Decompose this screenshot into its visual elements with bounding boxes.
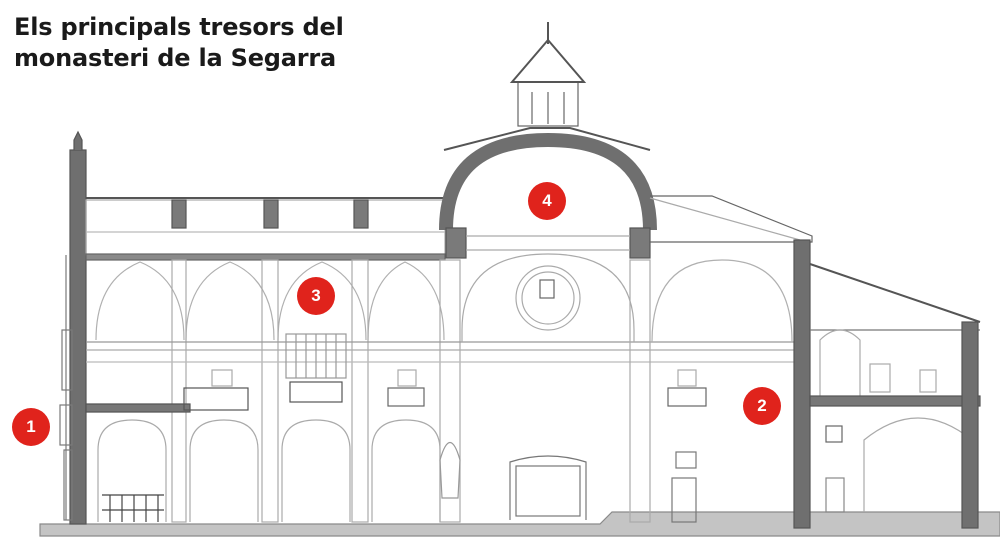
- nave-vault-arches: [95, 261, 445, 341]
- marker-1: 1: [12, 408, 50, 446]
- right-nave: [629, 195, 813, 523]
- organ: [285, 333, 347, 403]
- facade-finial: [73, 130, 83, 150]
- choir-floor: [85, 403, 191, 413]
- balconies: [211, 369, 707, 407]
- marker-3: 3: [297, 277, 335, 315]
- nave-pilasters: [171, 259, 461, 523]
- cornice: [86, 341, 800, 363]
- grille: [102, 494, 164, 522]
- marker-3-label: 3: [311, 286, 321, 305]
- marker-4: 4: [528, 182, 566, 220]
- marker-2: 2: [743, 387, 781, 425]
- title-line-2: monasteri de la Segarra: [14, 44, 337, 72]
- ground-arches: [97, 419, 441, 522]
- ground-line: [39, 511, 1000, 537]
- marker-2-label: 2: [757, 396, 767, 415]
- lantern: [509, 22, 587, 127]
- right-wall: [793, 239, 811, 529]
- pulpit: [439, 441, 461, 499]
- marker-4-label: 4: [542, 191, 552, 210]
- annex: [809, 263, 981, 529]
- choir-balcony: [183, 387, 249, 411]
- nave-roof: [85, 197, 446, 261]
- facade-ornaments: [59, 255, 73, 521]
- marker-1-label: 1: [26, 417, 36, 436]
- page-title: Els principals tresors del monasteri de …: [14, 12, 344, 74]
- altar-door: [509, 451, 697, 523]
- dome: [439, 127, 657, 259]
- crossing-arch: [461, 253, 635, 342]
- title-line-1: Els principals tresors del: [14, 13, 344, 41]
